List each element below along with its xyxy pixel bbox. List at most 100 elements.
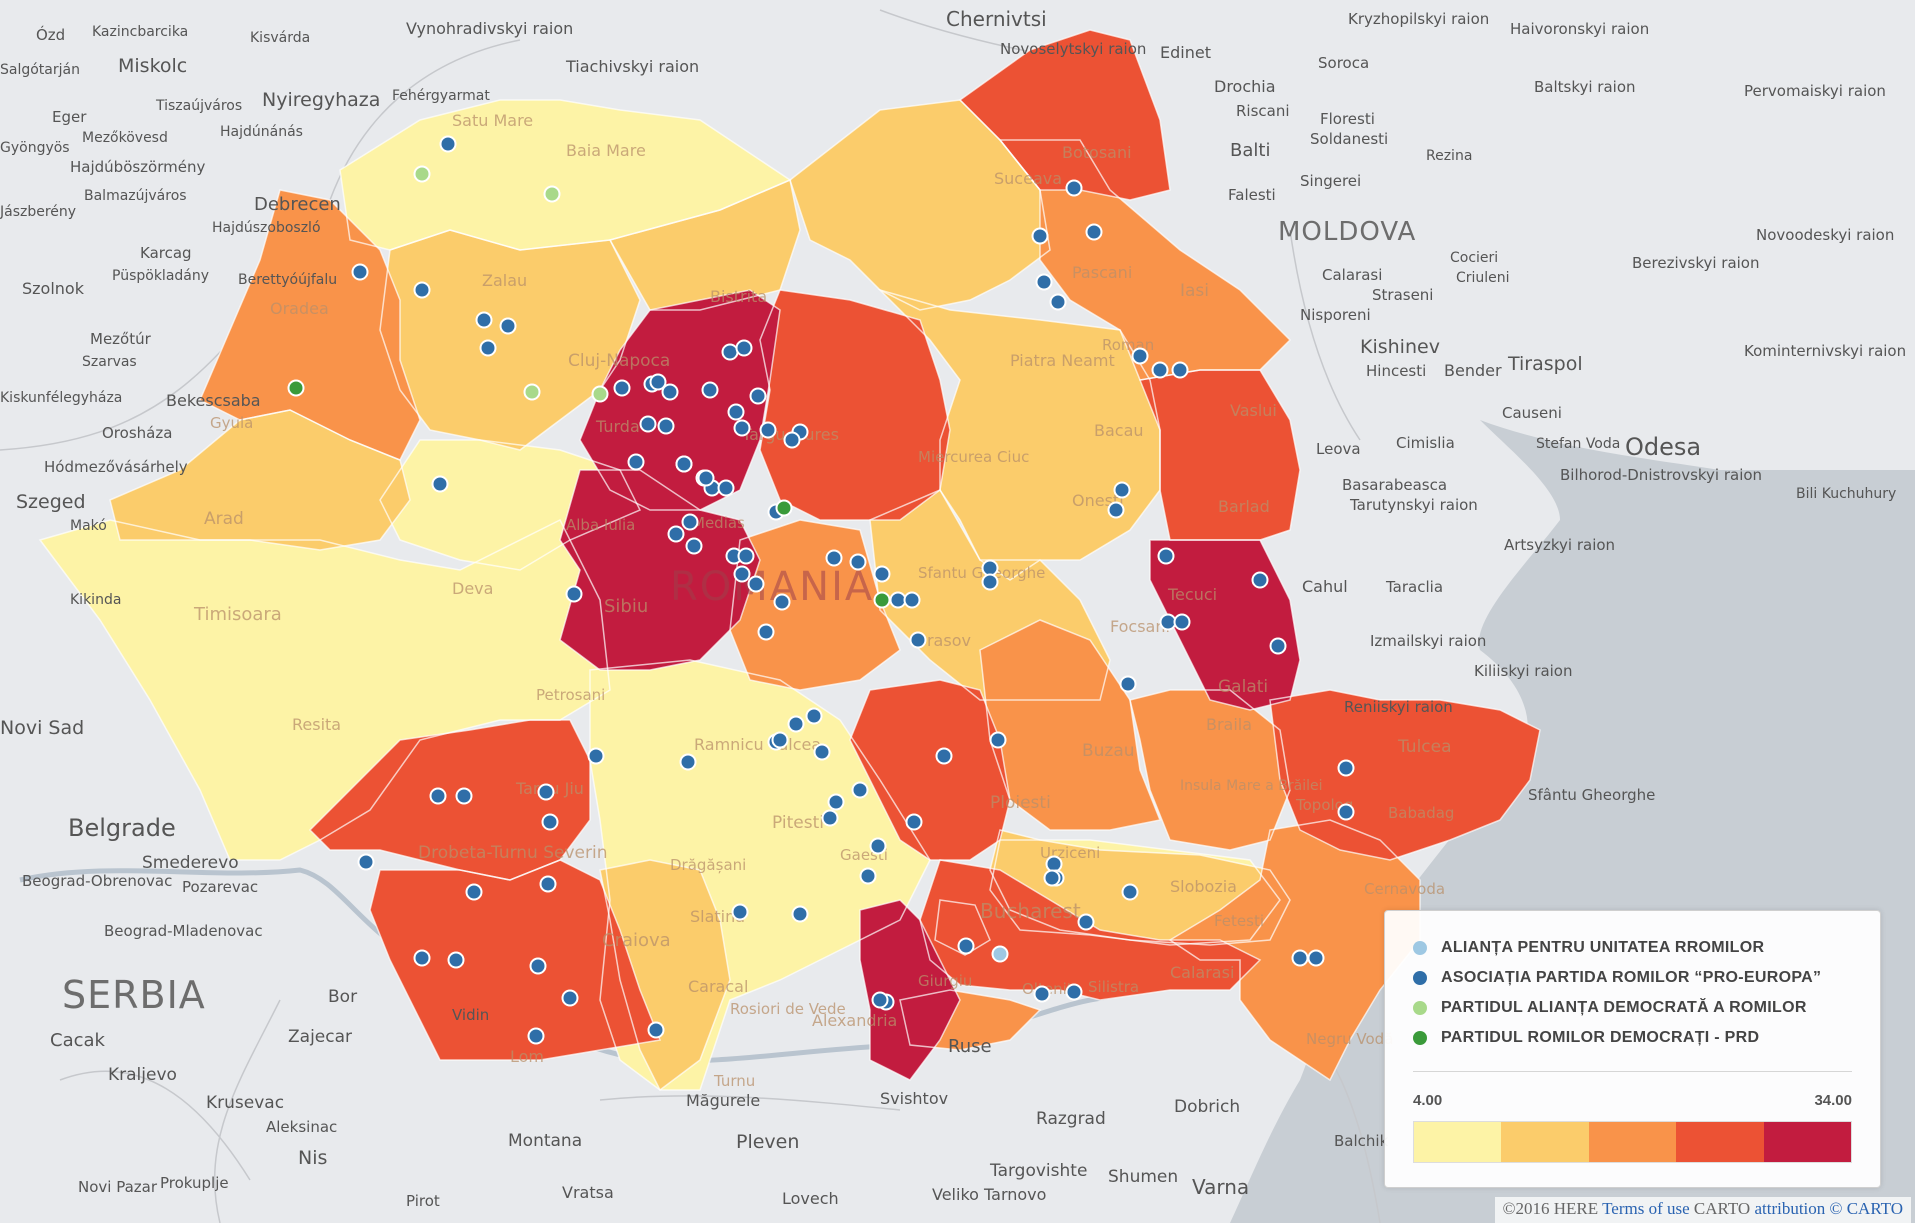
party-marker[interactable] (991, 945, 1009, 963)
party-marker[interactable] (679, 753, 697, 771)
party-marker[interactable] (1173, 613, 1191, 631)
party-marker[interactable] (649, 373, 667, 391)
party-marker[interactable] (413, 165, 431, 183)
party-marker[interactable] (813, 743, 831, 761)
party-marker[interactable] (541, 813, 559, 831)
party-marker[interactable] (871, 991, 889, 1009)
party-marker[interactable] (1337, 803, 1355, 821)
party-marker[interactable] (1035, 273, 1053, 291)
party-marker[interactable] (873, 565, 891, 583)
party-marker[interactable] (735, 339, 753, 357)
party-marker[interactable] (539, 875, 557, 893)
county-constanta[interactable] (1170, 820, 1420, 1080)
party-marker[interactable] (773, 593, 791, 611)
party-marker[interactable] (527, 1027, 545, 1045)
county-bihor[interactable] (200, 190, 420, 460)
party-marker[interactable] (413, 281, 431, 299)
county-dolj[interactable] (370, 860, 660, 1060)
party-marker[interactable] (587, 747, 605, 765)
county-sibiu[interactable] (560, 470, 760, 670)
carto-link[interactable]: © CARTO (1829, 1199, 1903, 1218)
county-arad[interactable] (110, 410, 410, 550)
party-marker[interactable] (1157, 547, 1175, 565)
party-marker[interactable] (455, 787, 473, 805)
party-marker[interactable] (771, 731, 789, 749)
party-marker[interactable] (465, 883, 483, 901)
party-marker[interactable] (849, 553, 867, 571)
party-marker[interactable] (413, 949, 431, 967)
party-marker[interactable] (903, 591, 921, 609)
party-marker[interactable] (787, 715, 805, 733)
county-harghita-mures[interactable] (760, 290, 950, 520)
party-marker[interactable] (889, 591, 907, 609)
party-marker[interactable] (989, 731, 1007, 749)
party-marker[interactable] (537, 783, 555, 801)
county-braila-ialomita[interactable] (1130, 690, 1290, 850)
party-marker[interactable] (791, 905, 809, 923)
party-marker[interactable] (1043, 869, 1061, 887)
party-marker[interactable] (431, 475, 449, 493)
county-vaslui[interactable] (1140, 370, 1300, 540)
party-marker[interactable] (757, 623, 775, 641)
party-marker[interactable] (1085, 223, 1103, 241)
party-marker[interactable] (749, 387, 767, 405)
party-marker[interactable] (851, 781, 869, 799)
party-marker[interactable] (1119, 675, 1137, 693)
terms-link[interactable]: Terms (1602, 1199, 1645, 1218)
party-marker[interactable] (1291, 949, 1309, 967)
party-marker[interactable] (661, 383, 679, 401)
party-marker[interactable] (821, 809, 839, 827)
county-tulcea[interactable] (1270, 690, 1540, 860)
party-marker[interactable] (681, 513, 699, 531)
party-marker[interactable] (1151, 361, 1169, 379)
county-bistrita[interactable] (610, 180, 800, 310)
party-marker[interactable] (1031, 227, 1049, 245)
party-marker[interactable] (1033, 985, 1051, 1003)
party-marker[interactable] (733, 419, 751, 437)
party-marker[interactable] (747, 575, 765, 593)
party-marker[interactable] (981, 559, 999, 577)
county-neamt-bacau[interactable] (880, 290, 1160, 580)
party-marker[interactable] (439, 135, 457, 153)
party-marker[interactable] (697, 469, 715, 487)
party-marker[interactable] (1251, 571, 1269, 589)
party-marker[interactable] (759, 421, 777, 439)
party-marker[interactable] (627, 453, 645, 471)
party-marker[interactable] (909, 631, 927, 649)
party-marker[interactable] (717, 479, 735, 497)
party-marker[interactable] (775, 499, 793, 517)
party-marker[interactable] (429, 787, 447, 805)
party-marker[interactable] (1131, 347, 1149, 365)
county-olt-dolj-east[interactable] (600, 860, 730, 1090)
party-marker[interactable] (731, 903, 749, 921)
party-marker[interactable] (523, 383, 541, 401)
party-marker[interactable] (737, 547, 755, 565)
attribution-link[interactable]: attribution (1754, 1199, 1826, 1218)
party-marker[interactable] (657, 417, 675, 435)
party-marker[interactable] (1269, 637, 1287, 655)
party-marker[interactable] (825, 549, 843, 567)
party-marker[interactable] (783, 431, 801, 449)
party-marker[interactable] (667, 525, 685, 543)
party-marker[interactable] (1065, 179, 1083, 197)
party-marker[interactable] (727, 403, 745, 421)
party-marker[interactable] (351, 263, 369, 281)
county-suceava[interactable] (790, 100, 1050, 310)
of-use-link[interactable]: of use (1648, 1199, 1690, 1218)
party-marker[interactable] (1337, 759, 1355, 777)
county-teleorman[interactable] (860, 900, 960, 1080)
party-marker[interactable] (479, 339, 497, 357)
party-marker[interactable] (805, 707, 823, 725)
county-class-2[interactable] (110, 100, 1290, 1090)
party-marker[interactable] (1065, 983, 1083, 1001)
party-marker[interactable] (1307, 949, 1325, 967)
party-marker[interactable] (561, 989, 579, 1007)
party-marker[interactable] (591, 385, 609, 403)
party-marker[interactable] (733, 565, 751, 583)
party-marker[interactable] (647, 1021, 665, 1039)
party-marker[interactable] (957, 937, 975, 955)
party-marker[interactable] (529, 957, 547, 975)
county-prahova-dambovita[interactable] (850, 680, 1010, 860)
